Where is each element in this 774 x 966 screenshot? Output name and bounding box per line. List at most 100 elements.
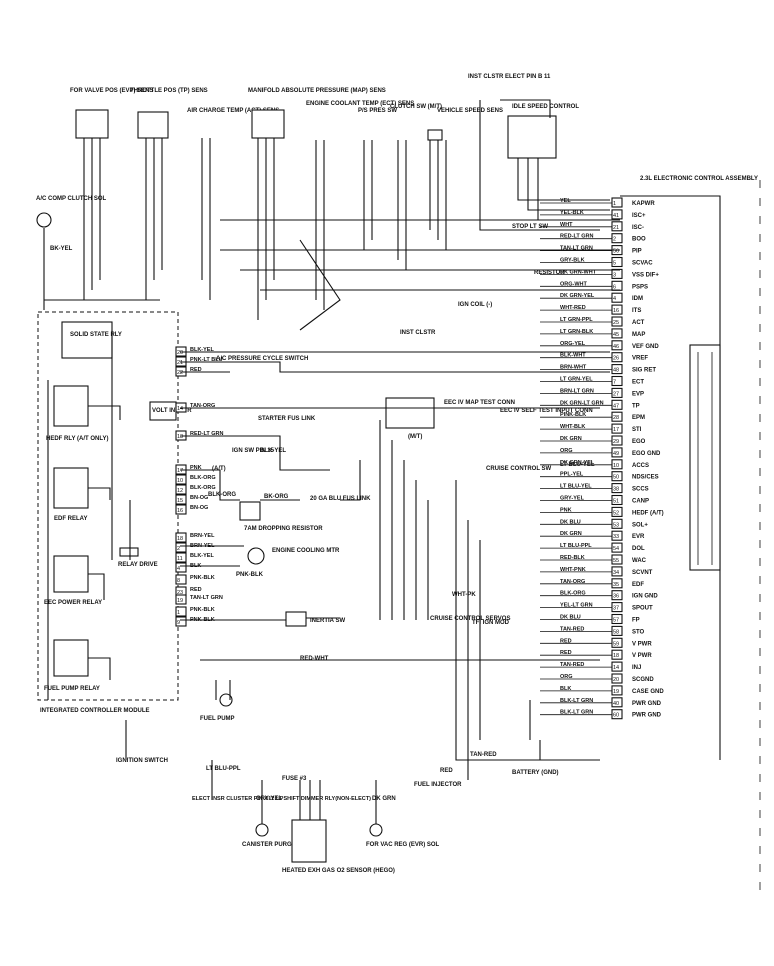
ecu-wire-color: BLK-LT GRN	[560, 698, 593, 704]
ecu-wire-color: BRN-LT GRN	[560, 388, 594, 394]
ecu-wire-color: YEL	[560, 198, 571, 204]
icm-pin-number: 17	[177, 468, 183, 474]
battery-label: BATTERY (GND)	[512, 770, 559, 776]
ecu-pin-label: EPM	[632, 415, 645, 421]
ecu-wire-color: DK GRN-YEL	[560, 293, 595, 299]
ecu-wire-color: DK GRN-WHT	[560, 269, 597, 275]
wht-pk-label: WHT-PK	[452, 592, 476, 598]
fuse-link-label: 20 GA BLU FUS LINK	[310, 496, 371, 502]
starter-fuse-label: STARTER FUS LINK	[258, 416, 316, 422]
icm-wire-color: BLK-YEL	[190, 347, 214, 353]
icm-wire-color: BLK-YEL	[190, 553, 214, 559]
ecu-pin-number: 55	[613, 558, 619, 564]
icm-pin-number: 18	[177, 536, 183, 542]
ecu-pin-number: 26	[613, 356, 619, 362]
ecu-pin-number: 53	[613, 522, 619, 528]
inertia-switch	[285, 611, 307, 627]
ecu-wire-color: YEL-LT GRN	[560, 603, 593, 609]
manifold-sensor	[251, 109, 285, 139]
ac-clutch-label: A/C COMP CLUTCH SOL	[36, 196, 107, 202]
manifold-sensor-label: MANIFOLD ABSOLUTE PRESSURE (MAP) SENS	[248, 88, 386, 94]
ecu-pin-number: 49	[613, 451, 619, 457]
ecu-pin-number: 57	[613, 618, 619, 624]
icm-wire-color: BRN-YEL	[190, 533, 215, 539]
solid-state-relay	[61, 321, 113, 359]
ecu-pin-label: INJ	[632, 665, 641, 671]
ecu-pin-number: 35	[613, 582, 619, 588]
ecu-pin-number: 34	[613, 570, 619, 576]
icm-wiring	[43, 228, 160, 700]
ecu-pin-number: 17	[613, 427, 619, 433]
ecu-pin-label: VSS DIF+	[632, 272, 659, 278]
fuse3-label: FUSE #3	[282, 776, 307, 782]
ecu-pin-number: 45	[613, 332, 619, 338]
ecu-pin-label: PIP	[632, 249, 642, 255]
ecu-wire-color: LT BLU-PPL	[560, 543, 592, 549]
icm-wire-color: BLK-ORG	[190, 485, 216, 491]
ecu-pin-number: 1	[613, 201, 616, 207]
vac-reg-label: FOR VAC REG (EVR) SOL	[366, 842, 440, 848]
ecu-pin-label: STO	[632, 629, 645, 635]
ecu-wire-color: DK BLU	[560, 519, 581, 525]
ecu-pin-label: SOL+	[632, 522, 648, 528]
icm-pin-number: 20	[177, 350, 183, 356]
ecu-pin-number: 7	[613, 380, 616, 386]
icm-wire-color: RED-LT GRN	[190, 431, 224, 437]
icm-pin-number: 1	[177, 610, 180, 616]
ecu-pin-number: 47	[613, 403, 619, 409]
ecu-pin-number: 27	[613, 391, 619, 397]
ecu-wire-color: BLK-ORG	[560, 591, 586, 597]
ecu-pin-row: DK BLU 53 SOL+	[540, 518, 648, 529]
ecu-wire-color: TAN-LT GRN	[560, 246, 593, 252]
hedf-relay-label: HEDF RLY (A/T ONLY)	[46, 436, 108, 442]
ecu-pin-row: WHT-PNK 34 SCVNT	[540, 566, 653, 577]
ps-press-switch-label: P/S PRES SW	[358, 108, 397, 114]
eec-map-label: EEC IV MAP TEST CONN	[444, 400, 515, 406]
ecu-pin-number: 38	[613, 487, 619, 493]
volt-inverter-label: VOLT INVRTR	[152, 408, 192, 414]
solid-state-relay-label: SOLID STATE RLY	[70, 332, 122, 338]
canister-purge-sol	[255, 823, 269, 837]
ecu-pin-label: PSPS	[632, 284, 648, 290]
ecu-pin-number: 20	[613, 677, 619, 683]
clutch-switch-label: CLUTCH SW (M/T)	[390, 104, 442, 110]
ecu-wire-color: WHT	[560, 222, 573, 228]
ecu-pin-label: CASE GND	[632, 689, 664, 695]
ecu-wire-color: YEL-BLK	[560, 210, 584, 216]
cooling-fan-label: ENGINE COOLING MTR	[272, 548, 340, 554]
ecu-wire-color: BLK-LT GRN	[560, 710, 593, 716]
ecu-pin-number: 16	[613, 308, 619, 314]
ecu-pin-label: V PWR	[632, 641, 652, 647]
ecu-pin-number: 58	[613, 629, 619, 635]
eec-power-relay-label: EEC POWER RELAY	[44, 600, 102, 606]
throttle-pos-sensor	[137, 111, 169, 139]
icm-pin-number: 10	[177, 478, 183, 484]
ecu-wire-color: RED-LT GRN	[560, 234, 594, 240]
ecu-outline	[620, 195, 721, 760]
icm-wire-color: BN-OG	[190, 505, 208, 511]
dk-grn-label: DK GRN	[372, 796, 396, 802]
ecu-pin-label: SCVNT	[632, 570, 653, 576]
engine-coolant-sensor-label: ENGINE COOLANT TEMP (ECT) SENS	[306, 101, 414, 107]
ecu-wire-color: DK GRN-LT GRN	[560, 400, 604, 406]
ecu-pin-number: 37	[613, 606, 619, 612]
ecu-pin-number: 56	[613, 249, 619, 255]
ecu-wire-color: TAN-ORG	[560, 579, 585, 585]
tan-red-label: TAN-RED	[470, 752, 497, 758]
ecu-wire-color: DK BLU	[560, 615, 581, 621]
ecu-wire-color: WHT-PNK	[560, 567, 586, 573]
